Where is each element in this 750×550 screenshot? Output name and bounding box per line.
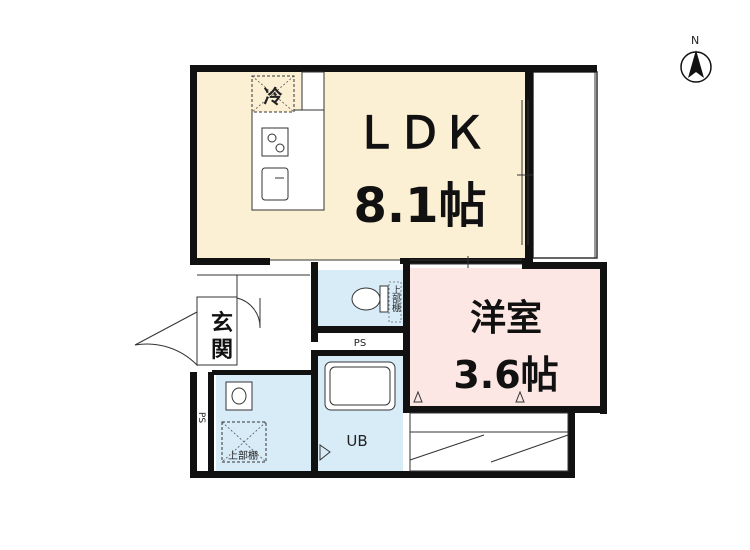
western-room-name: 洋室 — [470, 298, 542, 339]
closet-door-swing — [236, 297, 261, 329]
wall-left-lower — [190, 372, 197, 476]
wall-toilet-left — [311, 262, 318, 342]
toilet-shelf-label: 上部棚 — [390, 285, 401, 313]
wall-right-bottom — [568, 406, 575, 478]
north-compass-icon: N — [680, 34, 712, 83]
toilet-tank — [379, 285, 389, 313]
closet — [409, 412, 569, 472]
wall-top — [190, 65, 597, 72]
washing-machine-space — [221, 421, 267, 463]
sink-icon — [261, 167, 289, 201]
bathtub-icon — [324, 361, 396, 411]
wall-ldk-right — [525, 65, 533, 265]
entrance-ps-label: PS — [196, 412, 206, 423]
fridge-label: 冷 — [263, 85, 282, 108]
wall-western-top — [522, 262, 607, 269]
stove-icon — [261, 127, 289, 157]
western-room-floor — [410, 268, 600, 406]
ldk-name: ＬＤＫ — [354, 108, 486, 159]
entrance-label-1: 玄 — [211, 310, 233, 336]
compass-label: N — [691, 34, 699, 47]
toilet-icon — [351, 287, 381, 311]
wall-western-bottom — [403, 406, 607, 413]
toilet-shelf — [388, 281, 402, 323]
wall-left-upper — [190, 65, 197, 263]
toilet-ps-label: PS — [354, 338, 366, 349]
washroom-shelf-label: 上部棚 — [228, 449, 258, 462]
wall-western-left — [403, 262, 410, 413]
wall-wash-top — [212, 370, 318, 375]
wall-bath-left — [311, 350, 318, 478]
entrance-door-swing — [134, 311, 198, 367]
entrance-label-2: 関 — [211, 338, 233, 363]
wall-ldk-bottom-left — [190, 258, 270, 265]
kitchen-column — [301, 71, 325, 111]
wall-western-right — [600, 262, 607, 414]
wall-entrance-ps — [208, 372, 214, 476]
unit-bath-label: UB — [346, 432, 367, 450]
western-room-size: 3.6帖 — [453, 353, 558, 397]
balcony — [532, 71, 598, 259]
wall-bottom — [190, 471, 575, 478]
wall-bath-top — [311, 350, 406, 356]
washbasin-icon — [225, 381, 253, 411]
wall-ldk-bottom-right — [400, 258, 530, 264]
wall-toilet-bottom — [311, 326, 406, 333]
ldk-size: 8.1帖 — [353, 178, 486, 234]
